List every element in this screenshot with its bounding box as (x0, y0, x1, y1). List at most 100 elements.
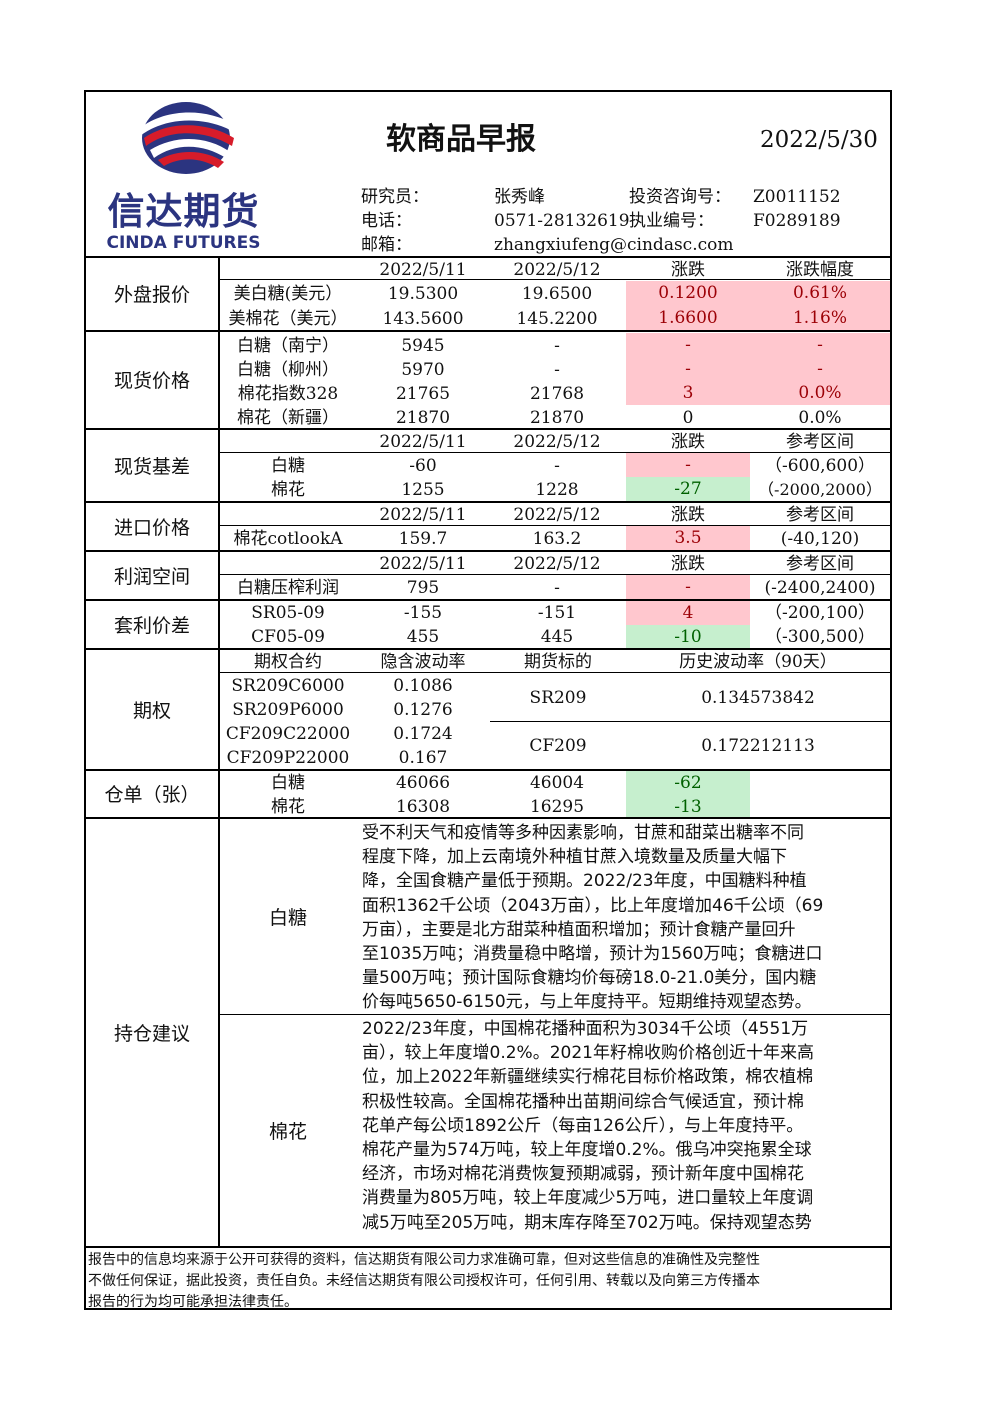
profit-row-v1: 795 (406, 578, 440, 598)
outer-row-change: 0.1200 (626, 281, 750, 306)
option-underlying: SR209 (529, 688, 587, 708)
basis-col-change: 涨跌 (671, 432, 705, 452)
spread-row-change: -10 (626, 625, 750, 648)
basis-col-range: 参考区间 (786, 432, 854, 452)
option-contract: SR209C6000 (231, 676, 345, 696)
researcher-name: 张秀峰 (494, 187, 545, 207)
spot-row-v2: 21768 (529, 384, 585, 404)
spread-row-v1: 455 (406, 627, 440, 647)
spot-row-change: 0 (682, 408, 694, 428)
outer-row-pct: 0.61% (750, 281, 890, 306)
option-contract: SR209P6000 (232, 700, 344, 720)
phone-label: 电话： (361, 211, 412, 231)
email-link[interactable]: zhangxiufeng@cindasc.com (494, 235, 734, 255)
spot-row-v2: - (554, 360, 560, 380)
options-col-contract: 期权合约 (254, 652, 322, 672)
warehouse-row-change: -62 (626, 771, 750, 795)
disclaimer-line: 不做任何保证，据此投资，责任自负。未经信达期货有限公司授权许可，任何引用、转载以… (88, 1273, 760, 1289)
section-outer-quotes: 外盘报价 (113, 284, 190, 306)
report-date: 2022/5/30 (760, 127, 878, 153)
spot-row-v1: 21870 (395, 408, 451, 428)
warehouse-row-v2: 46004 (529, 773, 585, 793)
phone-number: 0571-28132619 (494, 211, 630, 231)
basis-row-v2: - (554, 456, 560, 476)
basis-row-change: - (626, 453, 750, 477)
option-iv: 0.1724 (393, 724, 453, 744)
advice-sugar-label: 白糖 (268, 906, 307, 929)
practice-number: F0289189 (753, 211, 841, 231)
basis-col-date2: 2022/5/12 (513, 432, 601, 452)
profit-col-date1: 2022/5/11 (379, 554, 467, 574)
spot-row-pct: 0.0% (798, 408, 842, 428)
logo-cn-text: 信达期货 (107, 190, 260, 233)
spread-row-range: （-300,500） (764, 627, 876, 647)
researcher-label: 研究员： (361, 187, 429, 207)
spot-row-name: 白糖（南宁） (237, 336, 339, 356)
profit-row-range: (-2400,2400) (764, 578, 876, 598)
advice-line: 受不利天气和疫情等多种因素影响，甘蔗和甜菜出糖率不同 (362, 823, 804, 843)
spot-row-v2: 21870 (529, 408, 585, 428)
outer-row-v1: 143.5600 (382, 309, 464, 329)
warehouse-row-v1: 16308 (395, 797, 451, 817)
advice-cotton-text: 2022/23年度，中国棉花播种面积为3034千公顷（4551万 亩），较上年度… (362, 1017, 888, 1235)
spot-row-pct: - (750, 357, 890, 381)
advice-cotton-label: 棉花 (268, 1121, 307, 1143)
disclaimer-line: 报告中的信息均来源于公开可获得的资料，信达期货有限公司力求准确可靠，但对这些信息… (88, 1252, 760, 1268)
disclaimer-line: 报告的行为均可能承担法律责任。 (88, 1294, 298, 1310)
option-contract: CF209P22000 (226, 748, 350, 768)
spot-row-pct: 0.0% (750, 381, 890, 405)
practice-label: 执业编号： (629, 211, 714, 231)
advice-line: 价每吨5650-6150元，与上年度持平。短期维持观望态势。 (362, 992, 812, 1013)
import-row-name: 棉花cotlookA (233, 529, 343, 549)
profit-row-name: 白糖压榨利润 (237, 578, 339, 598)
import-row-range: (-40,120) (780, 529, 860, 549)
spread-row-change: 4 (626, 601, 750, 625)
advice-line: 2022/23年度，中国棉花播种面积为3034千公顷（4551万 (362, 1019, 809, 1039)
options-col-iv: 隐含波动率 (380, 652, 466, 672)
option-iv: 0.167 (398, 748, 448, 768)
spot-row-v1: 21765 (395, 384, 451, 404)
import-row-v2: 163.2 (532, 529, 582, 549)
company-logo: 信达期货 CINDA FUTURES (96, 96, 271, 256)
section-warehouse-receipts: 仓单（张） (104, 784, 200, 806)
advice-line: 面积1362千公顷（2043万亩），比上年度增加46千公顷（69 (362, 895, 824, 916)
basis-row-change: -27 (626, 477, 750, 501)
advice-line: 万亩），主要是北方甜菜种植面积增加；预计食糖产量回升 (362, 919, 796, 940)
outer-row-name: 美白糖(美元） (233, 284, 343, 304)
spot-row-v2: - (554, 336, 560, 356)
page-title: 软商品早报 (386, 122, 536, 157)
basis-row-name: 白糖 (271, 456, 305, 476)
profit-col-range: 参考区间 (786, 554, 854, 574)
outer-row-name: 美棉花（美元） (228, 309, 348, 329)
warehouse-row-v1: 46066 (395, 773, 451, 793)
warehouse-row-name: 棉花 (271, 797, 305, 817)
option-contract: CF209C22000 (225, 724, 351, 744)
spot-row-v1: 5970 (401, 360, 445, 380)
import-row-v1: 159.7 (398, 529, 448, 549)
option-underlying: CF209 (529, 736, 587, 756)
profit-row-v2: - (554, 578, 560, 598)
advice-line: 量500万吨；预计国际食糖均价每磅18.0-21.0美分，国内糖 (362, 968, 817, 989)
cinda-globe-icon (140, 102, 234, 174)
spot-row-name: 棉花（新疆） (237, 408, 339, 428)
spread-row-v2: 445 (540, 627, 574, 647)
spread-row-v1: -155 (403, 603, 443, 623)
spot-row-change: - (626, 333, 750, 357)
advice-line: 积极性较高。全国棉花播种出苗期间综合气候适宜，预计棉 (362, 1091, 804, 1112)
advice-line: 经济，市场对棉花消费恢复预期减弱，预计新年度中国棉花 (362, 1164, 804, 1185)
import-col-date1: 2022/5/11 (379, 505, 467, 525)
spot-row-pct: - (750, 333, 890, 357)
section-position-advice: 持仓建议 (113, 1022, 190, 1045)
spot-row-name: 白糖（柳州） (237, 360, 339, 380)
section-spot-price: 现货价格 (113, 370, 190, 392)
section-arbitrage-spread: 套利价差 (113, 614, 190, 637)
import-row-change: 3.5 (626, 526, 750, 550)
spot-row-v1: 5945 (401, 336, 445, 356)
section-import-price: 进口价格 (113, 516, 190, 539)
section-spot-basis: 现货基差 (113, 455, 190, 478)
outer-row-v2: 145.2200 (516, 309, 598, 329)
import-col-range: 参考区间 (786, 505, 854, 525)
basis-row-v2: 1228 (535, 480, 579, 500)
disclaimer: 报告中的信息均来源于公开可获得的资料，信达期货有限公司力求准确可靠，但对这些信息… (86, 1248, 890, 1315)
advice-line: 消费量为805万吨，较上年度减少5万吨，进口量较上年度调 (362, 1188, 814, 1209)
